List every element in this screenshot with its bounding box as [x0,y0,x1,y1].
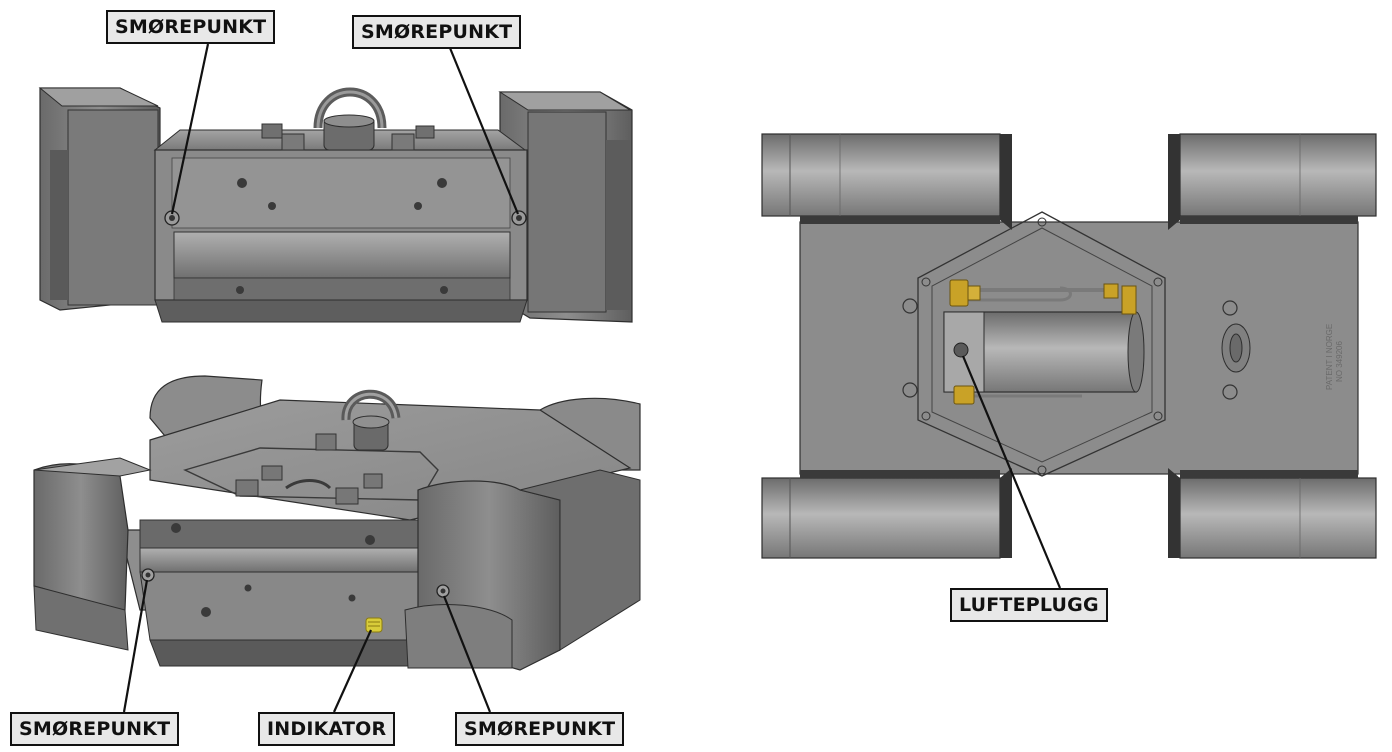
plan-view-right: PATENT I NORGE NO 349206 [761,133,1377,559]
leader-top-right [448,47,520,215]
callout-lube-point-top-left: SMØREPUNKT [106,10,276,44]
leader-bottom-middle [332,629,373,713]
callout-lube-point-bottom-left: SMØREPUNKT [10,712,180,746]
indicator-pin [365,617,383,633]
callout-lube-point-top-right: SMØREPUNKT [352,15,522,49]
leader-bottom-right [442,595,492,713]
leader-top-left [170,43,210,215]
leader-bottom-left [122,579,149,713]
leader-right-view [961,355,1062,589]
callout-indicator: INDIKATOR [258,712,396,746]
callout-vent-plug: LUFTEPLUGG [950,588,1108,622]
patent-number-text: NO 349206 [1335,341,1344,382]
patent-text: PATENT I NORGE [1325,324,1334,390]
callout-lube-point-bottom-right: SMØREPUNKT [455,712,625,746]
isometric-view-bottom [33,375,641,671]
leader-lines [122,43,1062,713]
front-view-top [38,87,633,323]
